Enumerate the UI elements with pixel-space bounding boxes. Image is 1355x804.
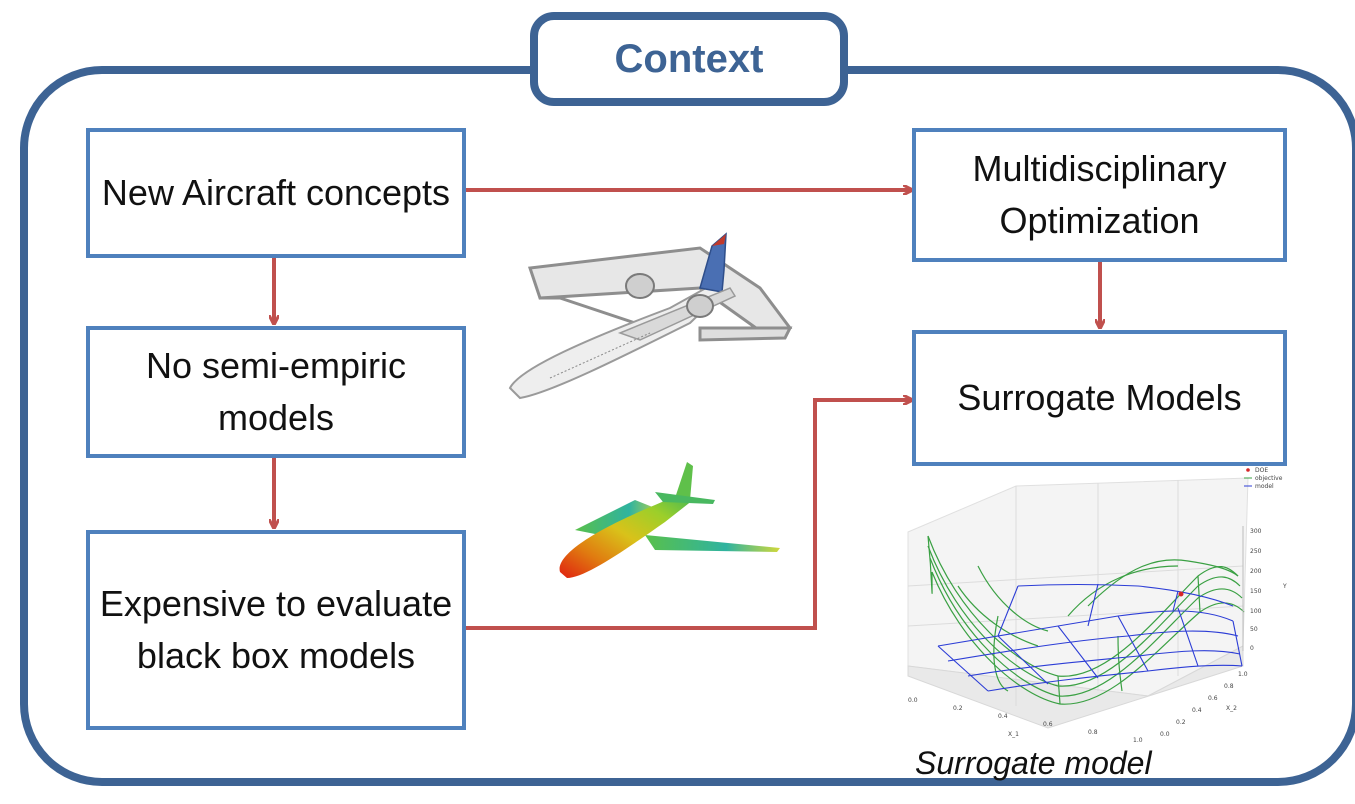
y-tick: 1.0: [1238, 671, 1248, 678]
y-tick: 0.0: [1160, 731, 1170, 738]
z-tick: 50: [1250, 626, 1258, 633]
plot-legend: DOE objective model: [1244, 467, 1283, 490]
box-new-aircraft-text: New Aircraft concepts: [101, 171, 451, 213]
y-axis-label: X_2: [1226, 705, 1237, 712]
box-new-aircraft: New Aircraft concepts: [86, 128, 466, 258]
box-surrogate-models: Surrogate Models: [912, 330, 1287, 466]
x-axis: 0.0 0.2 0.4 0.6 0.8 1.0 X_1: [908, 697, 1143, 744]
legend-model: model: [1255, 483, 1274, 490]
y-tick: 0.8: [1224, 683, 1234, 690]
model-mesh: [937, 583, 1243, 692]
z-axis: 300 250 200 150 100 50 0 Y: [1242, 526, 1287, 652]
y-axis: 0.0 0.2 0.4 0.6 0.8 1.0 X_2: [1160, 671, 1248, 738]
context-title-text: Context: [614, 36, 764, 81]
cfd-aircraft-image: [559, 462, 780, 578]
x-tick: 1.0: [1133, 737, 1143, 744]
box-mdo: Multidisciplinary Optimization: [912, 128, 1287, 262]
plot-floor-pane: [907, 645, 1244, 729]
box-no-semi-empiric: No semi-empiric models: [86, 326, 466, 458]
box-surrogate-models-text: Surrogate Models: [957, 376, 1242, 418]
z-tick: 150: [1250, 588, 1262, 595]
y-tick: 0.6: [1208, 695, 1218, 702]
x-tick: 0.2: [953, 705, 963, 712]
box-expensive-text: Expensive to evaluate black box models: [99, 582, 453, 676]
surrogate-plot: DOE objective model 300 250 200 150 100 …: [907, 467, 1287, 744]
boxwing-aircraft-image: [508, 232, 793, 400]
x-tick: 0.8: [1088, 729, 1098, 736]
z-axis-label: Y: [1282, 583, 1287, 590]
legend-objective: objective: [1255, 475, 1283, 482]
z-tick: 0: [1250, 645, 1254, 652]
legend-doe: DOE: [1255, 467, 1268, 474]
box-expensive: Expensive to evaluate black box models: [86, 530, 466, 730]
box-mdo-text: Multidisciplinary Optimization: [972, 147, 1227, 241]
context-title: Context: [530, 12, 848, 106]
x-tick: 0.4: [998, 713, 1008, 720]
z-tick: 200: [1250, 568, 1262, 575]
doe-point: [1178, 591, 1184, 597]
z-tick: 250: [1250, 548, 1262, 555]
box-no-semi-empiric-text: No semi-empiric models: [145, 344, 407, 438]
surrogate-caption: Surrogate model: [915, 745, 1152, 781]
z-tick: 300: [1250, 528, 1262, 535]
x-tick: 0.6: [1043, 721, 1053, 728]
y-tick: 0.4: [1192, 707, 1202, 714]
objective-mesh: [927, 535, 1245, 705]
x-tick: 0.0: [908, 697, 918, 704]
x-axis-label: X_1: [1008, 731, 1019, 738]
y-tick: 0.2: [1176, 719, 1186, 726]
z-tick: 100: [1250, 608, 1262, 615]
